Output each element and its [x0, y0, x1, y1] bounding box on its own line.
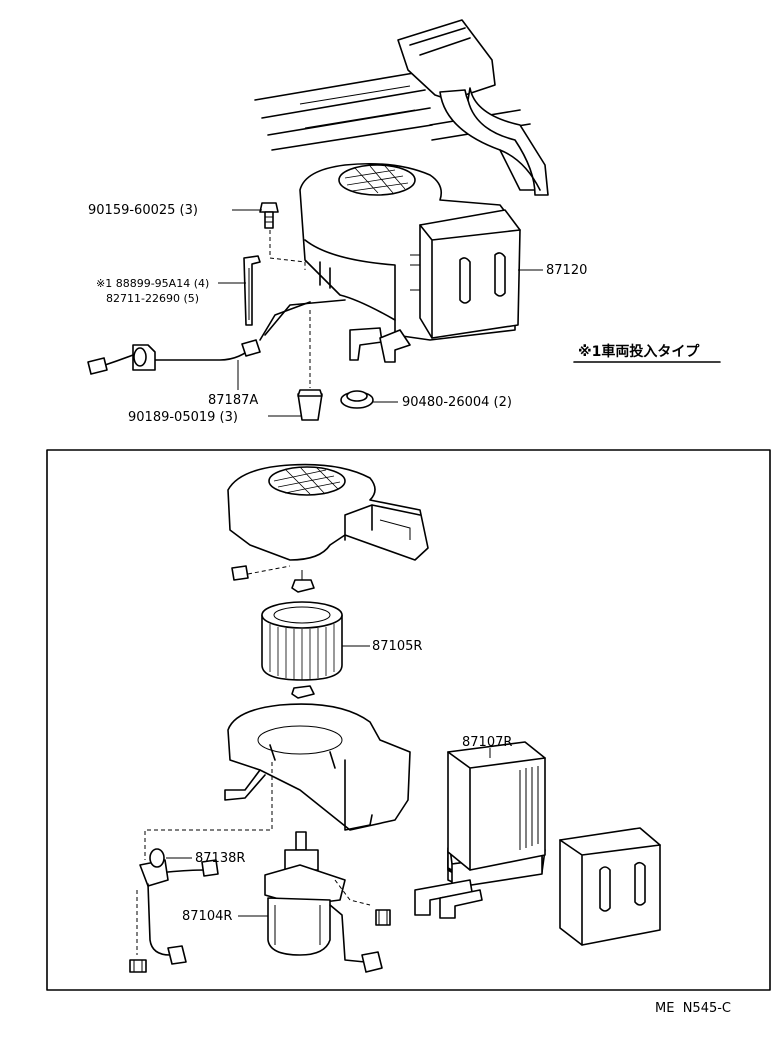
label-87138R: 87138R	[195, 851, 245, 866]
resistor-87138R	[136, 848, 219, 965]
label-87187A: 87187A	[208, 393, 258, 408]
label-87104R: 87104R	[182, 909, 232, 924]
label-87105R: 87105R	[372, 639, 422, 654]
leaders-upper	[218, 209, 543, 417]
label-82711: 82711-22690 (5)	[106, 292, 199, 305]
label-90480: 90480-26004 (2)	[402, 395, 512, 410]
heater-core-block	[447, 741, 546, 871]
motor-87104R	[264, 831, 383, 973]
label-88899: ※1 88899-95A14 (4)	[96, 277, 209, 290]
upper-case	[227, 463, 429, 561]
screw-b	[129, 959, 147, 973]
fan-87105R	[261, 601, 343, 681]
label-87107R: 87107R	[462, 735, 512, 750]
clip-90189	[297, 389, 323, 421]
note-vehicle-type: ※1車両投入タイプ	[578, 343, 700, 360]
nut-top	[291, 570, 315, 593]
wire-harness-87187A	[87, 299, 346, 375]
nut-bottom	[291, 685, 315, 699]
blower-unit-87120	[299, 162, 521, 363]
upper-assembly	[87, 19, 549, 421]
leaders-lower	[166, 645, 491, 917]
lower-case	[224, 703, 411, 831]
bracket-88899	[243, 255, 261, 326]
air-duct	[397, 19, 549, 196]
screw-c	[375, 909, 391, 926]
label-90189: 90189-05019 (3)	[128, 410, 238, 425]
label-90159: 90159-60025 (3)	[88, 203, 198, 218]
bolt-90159	[259, 202, 279, 229]
exploded-view-frame	[46, 449, 771, 991]
diagram-code: ME N545-C	[655, 1001, 731, 1016]
filter-cover	[559, 827, 661, 946]
screw-a	[231, 565, 291, 581]
label-87120: 87120	[546, 263, 587, 278]
grommet-90480	[340, 390, 374, 409]
exploded-view	[129, 463, 661, 973]
